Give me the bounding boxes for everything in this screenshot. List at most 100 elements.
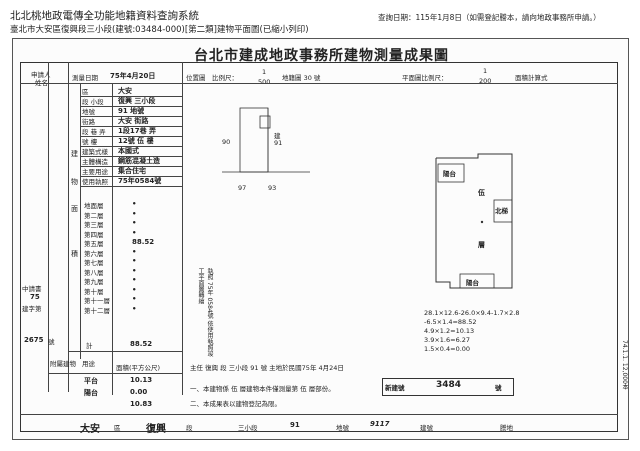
footer-district: 大安 <box>80 424 100 435</box>
note-line: 二、本成果表以建物登記為限。 <box>190 400 281 408</box>
floor-label: 第七層 <box>84 259 104 267</box>
grid-line <box>80 146 182 147</box>
floor-area: • <box>132 295 137 303</box>
floor-area: • <box>132 257 137 265</box>
location-scale-numerator: 1 <box>262 68 267 76</box>
floor-area: • <box>132 285 137 294</box>
area-vertical-label: 積 <box>71 250 78 258</box>
location-mark: 建 <box>274 132 281 140</box>
footer-label: 謄地 <box>500 424 513 432</box>
building-number: 3484 <box>436 380 462 390</box>
floor-area: • <box>132 247 137 256</box>
stamp-line: 主任 復興 段 三小段 91 號 主地於民國75年 4月24日 <box>190 364 344 372</box>
note-line: 一、本建物係 伍 層建物本件僅測量第 伍 層部份。 <box>190 385 335 393</box>
row-value: 1段17巷 弄 <box>118 127 157 135</box>
footer-section-suffix: 段 <box>186 424 193 432</box>
grid-line <box>20 414 618 415</box>
plan-formula: -6.5×1.4=88.52 <box>424 318 477 326</box>
grid-line <box>80 116 182 117</box>
floor-area: • <box>132 304 137 313</box>
vertical-note: 執照 75年 0584號 依使用執照竣工平面圖轉繪 <box>197 268 213 357</box>
area-formula-label: 面積計算式 <box>515 74 548 82</box>
row-label: 號 樓 <box>82 138 98 146</box>
land-map-number: 地籍圖 30 號 <box>282 74 321 82</box>
row-label: 地號 <box>82 108 95 116</box>
applicant-label: 申請人 <box>31 71 51 79</box>
attached-area: 0.00 <box>130 388 148 396</box>
location-scale-label: 比例尺： <box>212 74 238 82</box>
row-label: 段 小段 <box>82 98 104 106</box>
attached-header: 附屬建物 <box>50 360 76 368</box>
location-map-label: 位置圖 <box>186 74 206 82</box>
plan-formula: 4.9×1.2=10.13 <box>424 327 475 335</box>
row-value: 集合住宅 <box>118 167 146 175</box>
building-number-suffix: 號 <box>495 384 502 392</box>
grid-line <box>68 351 182 352</box>
document-title: 台北市建成地政事務所建物測量成果圖 <box>194 48 449 64</box>
grid-line <box>80 83 81 359</box>
floor-label: 第六層 <box>84 249 104 258</box>
area-vertical-label: 建 <box>71 150 78 158</box>
footer-label: 建號 <box>420 424 433 432</box>
grid-line <box>80 126 182 127</box>
row-value: 12號 伍 樓 <box>118 137 154 145</box>
grid-line <box>112 83 113 395</box>
plan-label-floor: 層 <box>478 241 485 249</box>
area-vertical-label: 面 <box>71 205 78 213</box>
footer-district-suffix: 區 <box>114 424 121 432</box>
footer-subsection: 三小段 <box>238 424 258 432</box>
row-label: 街路 <box>82 118 95 126</box>
grid-line <box>80 136 182 137</box>
floor-label: 第二層 <box>84 211 104 220</box>
location-mark: 90 <box>222 138 231 146</box>
row-label: 區 <box>82 88 89 96</box>
survey-date: 75年4月20日 <box>110 72 156 80</box>
row-value: 本國式 <box>118 147 139 155</box>
row-value: 大安 <box>118 87 132 95</box>
floor-scale-denominator: 200 <box>479 77 492 85</box>
attached-use: 平台 <box>84 377 98 385</box>
attached-area: 10.83 <box>130 400 153 408</box>
side-box-line: 建字第 <box>22 305 42 313</box>
location-mark: 91 <box>274 139 283 147</box>
grid-line <box>80 156 182 157</box>
plan-formula: 3.9×1.6=6.27 <box>424 336 471 344</box>
system-title: 北北桃地政電傳全功能地籍資料查詢系統 <box>10 10 199 22</box>
document-subtitle: 臺北市大安區復興段三小段(建號:03484-000)[第二類]建物平面圖(已縮小… <box>10 25 309 35</box>
floor-scale-numerator: 1 <box>483 67 488 75</box>
grid-line <box>20 83 618 84</box>
floor-label: 第十二層 <box>84 306 110 315</box>
row-label: 主體構造 <box>82 158 108 166</box>
row-label: 建築式樣 <box>82 148 108 156</box>
plan-formula: 28.1×12.6-26.0×9.4-1.7×2.8 <box>424 309 520 317</box>
row-label: 主要用途 <box>82 168 108 176</box>
footer-lot-suffix: 地號 <box>336 424 349 432</box>
plan-formula: 1.5×0.4=0.00 <box>424 345 471 353</box>
floor-area: • <box>132 266 137 275</box>
survey-date-label: 測量日期 <box>72 74 98 82</box>
floor-label: 第十一層 <box>84 297 110 305</box>
document-frame <box>20 62 618 432</box>
total-area: 88.52 <box>130 340 153 348</box>
grid-line <box>48 62 49 392</box>
query-date: 查詢日期：115年1月8日（如需登記謄本，請向地政事務所申請。） <box>378 13 601 22</box>
location-map <box>222 107 310 173</box>
floor-area: • <box>132 219 137 227</box>
grid-line <box>80 186 182 187</box>
footer-lot: 91 <box>290 421 300 429</box>
attached-header: 面積(平方公尺) <box>116 364 161 372</box>
building-number-box <box>382 378 514 396</box>
row-label: 段 巷 弄 <box>82 128 106 136</box>
floor-area: • <box>132 276 137 284</box>
plan-label-platform: 陽台 <box>443 170 456 178</box>
footer-section: 復興 <box>146 424 166 435</box>
location-mark: 93 <box>268 184 277 192</box>
floor-label: 第九層 <box>84 278 104 286</box>
floor-label: 第五層 <box>84 240 104 248</box>
floor-label: 第三層 <box>84 221 104 229</box>
floor-plan <box>435 153 513 289</box>
floor-area: 88.52 <box>132 238 155 246</box>
grid-line <box>80 176 182 177</box>
attached-header: 用途 <box>82 360 95 368</box>
floor-plan-scale-label: 平面圖比例尺： <box>402 74 448 82</box>
